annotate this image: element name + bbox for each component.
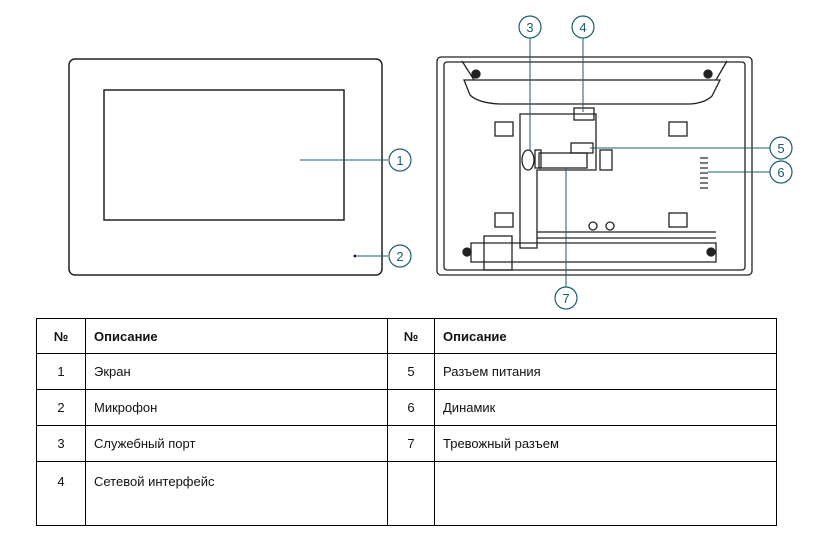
row-num: 4 — [36, 461, 86, 526]
callout-6: 6 — [769, 160, 793, 184]
row-num: 6 — [387, 389, 435, 426]
callout-1: 1 — [388, 148, 412, 172]
table-header-row: № Описание № Описание — [36, 318, 777, 354]
device-diagram: 1 2 3 4 5 6 7 — [68, 15, 793, 310]
svg-text:1: 1 — [396, 153, 403, 168]
header-desc-right: Описание — [434, 318, 777, 354]
header-num-left: № — [36, 318, 86, 354]
callout-7: 7 — [554, 286, 578, 310]
row-num: 2 — [36, 389, 86, 426]
back-callout-lines — [529, 38, 770, 288]
table-row: 3 Служебный порт 7 Тревожный разъем — [36, 425, 777, 462]
component-table: № Описание № Описание 1 Экран 5 Разъем п… — [36, 318, 777, 526]
row-desc: Сетевой интерфейс — [85, 461, 388, 526]
speaker-grille — [700, 157, 708, 189]
row-desc: Микрофон — [85, 389, 388, 426]
svg-text:2: 2 — [396, 249, 403, 264]
callout-4: 4 — [571, 15, 595, 39]
row-num — [387, 461, 435, 526]
row-num: 5 — [387, 353, 435, 390]
svg-text:4: 4 — [579, 20, 586, 35]
table-row: 4 Сетевой интерфейс — [36, 461, 777, 526]
header-num-right: № — [387, 318, 435, 354]
back-view — [436, 56, 753, 276]
front-callout-lines — [300, 159, 388, 257]
row-desc: Тревожный разъем — [434, 425, 777, 462]
row-num: 3 — [36, 425, 86, 462]
row-desc: Экран — [85, 353, 388, 390]
callout-3: 3 — [518, 15, 542, 39]
row-desc: Динамик — [434, 389, 777, 426]
row-num: 7 — [387, 425, 435, 462]
svg-text:6: 6 — [777, 165, 784, 180]
table-row: 1 Экран 5 Разъем питания — [36, 353, 777, 390]
header-desc-left: Описание — [85, 318, 388, 354]
row-desc — [434, 461, 777, 526]
row-desc: Служебный порт — [85, 425, 388, 462]
front-view — [68, 58, 383, 276]
row-desc: Разъем питания — [434, 353, 777, 390]
callout-2: 2 — [388, 244, 412, 268]
svg-text:5: 5 — [777, 141, 784, 156]
callout-5: 5 — [769, 136, 793, 160]
row-num: 1 — [36, 353, 86, 390]
table-row: 2 Микрофон 6 Динамик — [36, 389, 777, 426]
svg-text:7: 7 — [562, 291, 569, 306]
microphone-hole — [353, 254, 357, 258]
svg-text:3: 3 — [526, 20, 533, 35]
